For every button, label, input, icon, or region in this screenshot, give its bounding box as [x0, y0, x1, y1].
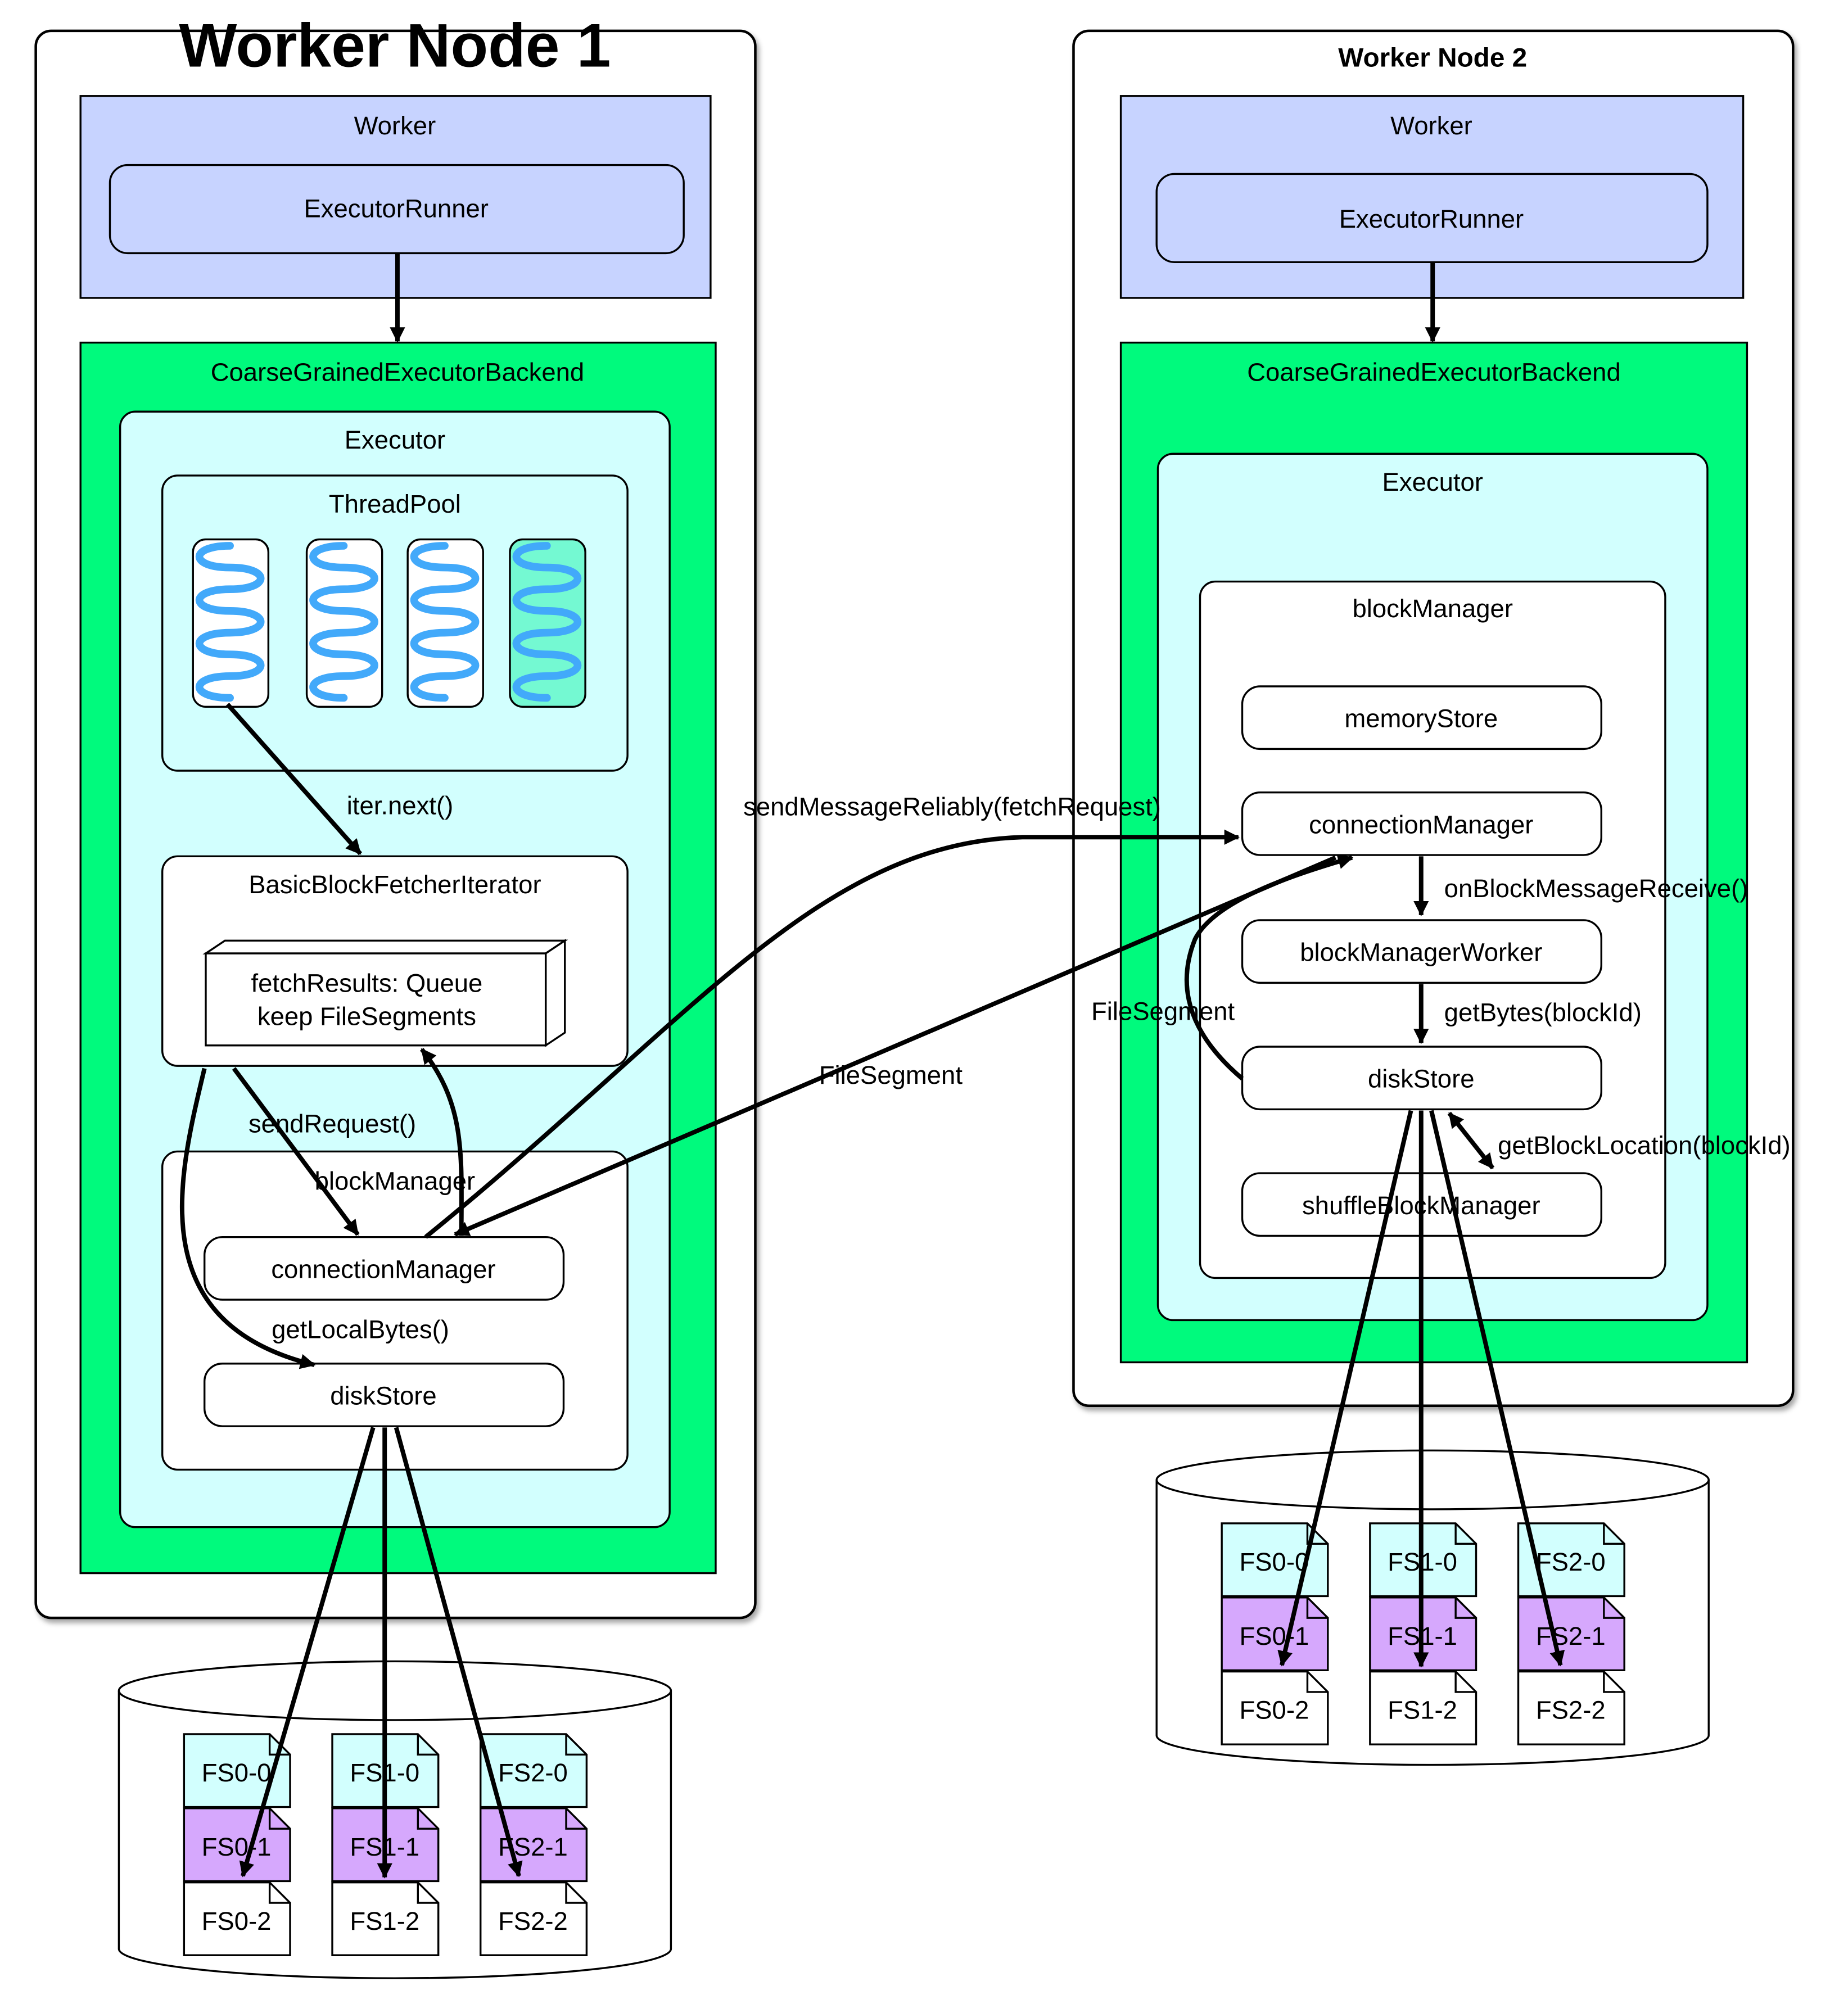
worker-node-1-title: Worker Node 1 — [179, 11, 611, 80]
connection-manager-1-label: connectionManager — [271, 1255, 495, 1283]
file-segment-icon: FS2-0 — [480, 1733, 588, 1808]
file-segment-icon: FS0-2 — [183, 1881, 291, 1956]
edge-get-local-bytes — [179, 1067, 316, 1369]
file-segment-icon: FS1-2 — [331, 1881, 440, 1956]
thread-pool: ThreadPool — [161, 474, 629, 772]
memory-store — [1241, 685, 1602, 750]
file-segment-label: FS0-0 — [1239, 1548, 1309, 1576]
connection-manager-2-label: connectionManager — [1309, 810, 1533, 839]
label-file-segment-local: FileSegment — [1091, 997, 1235, 1025]
file-segment-icon: FS0-1 — [1221, 1596, 1329, 1672]
edge-iter-next — [225, 703, 363, 856]
file-segment-icon: FS2-2 — [1517, 1670, 1625, 1745]
block-manager-2: blockManager memoryStore connectionManag… — [1199, 580, 1666, 1279]
edge-file-segment-return — [454, 855, 1337, 1237]
fetch-results-queue: fetchResults: Queue keep FileSegments — [202, 939, 568, 1047]
edge-labels: iter.next() sendRequest() getLocalBytes(… — [248, 791, 1791, 1343]
file-segment-icon: FS0-0 — [183, 1733, 291, 1808]
file-segment-label: FS2-2 — [498, 1907, 568, 1935]
file-segment-label: FS2-2 — [1536, 1696, 1606, 1725]
file-segment-icon: FS2-2 — [480, 1881, 588, 1956]
block-manager-worker-label: blockManagerWorker — [1300, 938, 1542, 967]
executor-runner-2-label: ExecutorRunner — [1339, 205, 1524, 233]
edge-send-message-reliably — [424, 829, 1240, 1239]
thread-pool-label: ThreadPool — [329, 490, 461, 518]
edge-send-request — [232, 1067, 360, 1236]
file-segment-icon: FS2-1 — [480, 1807, 588, 1883]
label-get-local-bytes: getLocalBytes() — [272, 1315, 449, 1343]
file-segment-label: FS1-2 — [350, 1907, 419, 1935]
connection-manager-1 — [204, 1236, 565, 1301]
file-segment-icon: FS1-2 — [1369, 1670, 1478, 1745]
backend-label-1: CoarseGrainedExecutorBackend — [211, 358, 585, 387]
block-manager-1: blockManager connectionManager diskStore — [161, 1150, 629, 1471]
connection-manager-2 — [1241, 791, 1602, 856]
label-send-request: sendRequest() — [248, 1109, 416, 1138]
thread-3 — [406, 538, 484, 708]
file-segment-label: FS0-2 — [202, 1907, 272, 1935]
file-segment-label: FS1-2 — [1388, 1696, 1457, 1725]
disk-store-1-label: diskStore — [330, 1382, 436, 1410]
executor-label-2: Executor — [1382, 468, 1483, 496]
thread-4-active — [509, 538, 586, 708]
edges — [179, 253, 1565, 1879]
backend-label-2: CoarseGrainedExecutorBackend — [1247, 358, 1621, 387]
label-on-block-message: onBlockMessageReceive() — [1444, 874, 1748, 903]
fetch-results-line2: keep FileSegments — [257, 1002, 476, 1030]
block-manager-2-label: blockManager — [1352, 594, 1513, 623]
file-segment-label: FS2-0 — [498, 1758, 568, 1787]
disk-store-2-label: diskStore — [1368, 1065, 1474, 1093]
label-get-block-location: getBlockLocation(blockId) — [1498, 1131, 1790, 1160]
label-iter-next: iter.next() — [347, 791, 453, 820]
worker-label-1: Worker — [354, 111, 436, 140]
file-segment-icon: FS0-1 — [183, 1807, 291, 1883]
executor-label-1: Executor — [345, 426, 445, 454]
edge-disk1-fs2 — [394, 1427, 523, 1878]
edge-disk2-fs0 — [1277, 1110, 1413, 1667]
file-segment-icon: FS2-0 — [1517, 1522, 1625, 1598]
file-segment-label: FS0-1 — [202, 1833, 272, 1861]
executor-runner-1-label: ExecutorRunner — [304, 194, 488, 223]
file-segment-icon: FS2-1 — [1517, 1596, 1625, 1672]
edge-disk-to-connection — [1184, 854, 1354, 1080]
thread-1 — [192, 538, 270, 708]
label-get-bytes: getBytes(blockId) — [1444, 998, 1642, 1027]
file-segment-label: FS0-1 — [1239, 1622, 1309, 1650]
fetch-results-line1: fetchResults: Queue — [251, 969, 482, 997]
worker-node-2-title: Worker Node 2 — [1338, 43, 1527, 73]
file-segment-label: FS0-2 — [1239, 1696, 1309, 1725]
file-segment-label: FS0-0 — [202, 1758, 272, 1787]
block-manager-worker — [1241, 919, 1602, 984]
label-send-message-reliably: sendMessageReliably(fetchRequest) — [743, 793, 1161, 821]
block-fetcher-iterator: BasicBlockFetcherIterator fetchResults: … — [161, 855, 629, 1067]
memory-store-label: memoryStore — [1344, 704, 1498, 733]
iterator-label: BasicBlockFetcherIterator — [248, 870, 541, 899]
disk-store-1 — [204, 1363, 565, 1427]
block-manager-1-label: blockManager — [315, 1167, 476, 1196]
file-segment-icon: FS0-2 — [1221, 1670, 1329, 1745]
worker-box-2: Worker ExecutorRunner — [1119, 95, 1745, 299]
edge-get-block-location — [1447, 1111, 1495, 1170]
worker-label-2: Worker — [1390, 111, 1472, 140]
file-segment-label: FS2-1 — [1536, 1622, 1606, 1650]
file-segment-label: FS2-0 — [1536, 1548, 1606, 1576]
thread-2 — [305, 538, 383, 708]
label-file-segment-cross: FileSegment — [819, 1061, 963, 1089]
edge-disk1-fs0 — [239, 1427, 376, 1878]
edge-disk2-fs2 — [1429, 1110, 1565, 1667]
worker-box-1: Worker ExecutorRunner — [79, 95, 712, 299]
